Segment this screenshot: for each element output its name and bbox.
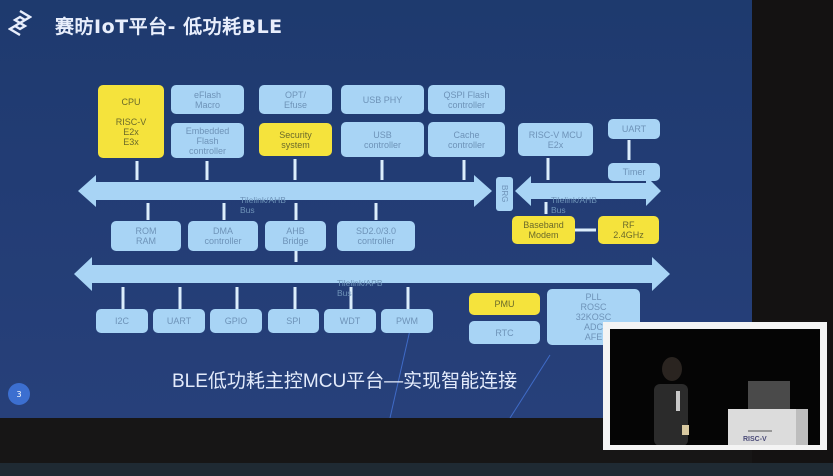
- pmu-block: PMU: [469, 293, 540, 315]
- apb-bus-label: Tilelink/APB Bus: [337, 278, 383, 298]
- audience-area: [0, 463, 833, 476]
- spi-block: SPI: [268, 309, 319, 333]
- wdt-block: WDT: [324, 309, 376, 333]
- timer-block: Timer: [608, 163, 660, 181]
- starfive-logo-icon: [8, 10, 32, 36]
- slide-title: 赛昉IoT平台- 低功耗BLE: [55, 16, 283, 38]
- slide-subtitle: BLE低功耗主控MCU平台—实现智能连接: [172, 371, 518, 392]
- usb-controller-block: USB controller: [341, 122, 424, 157]
- qspi-flash-block: QSPI Flash controller: [428, 85, 505, 114]
- dma-controller-block: DMA controller: [188, 221, 258, 251]
- rom-ram-block: ROM RAM: [111, 221, 181, 251]
- connector-arrows: [74, 140, 670, 418]
- page-number-badge: 3: [8, 383, 30, 405]
- embedded-flash-block: Embedded Flash controller: [171, 123, 244, 158]
- ahb-bus-label: Tilelink/AHB Bus: [240, 195, 286, 215]
- analog-block: PLL ROSC 32KOSC ADC AFE: [547, 289, 640, 345]
- riscv-mcu-block: RISC-V MCU E2x: [518, 123, 593, 156]
- speaker-camera-feed: RISC-V: [610, 329, 820, 445]
- cpu-block: CPU RISC-V E2x E3x: [98, 85, 164, 158]
- opt-efuse-block: OPT/ Efuse: [259, 85, 332, 114]
- uart-block: UART: [153, 309, 205, 333]
- security-system-block: Security system: [259, 123, 332, 156]
- speaker-scene-icon: RISC-V: [654, 357, 808, 445]
- uart-right-block: UART: [608, 119, 660, 139]
- podium-logo: RISC-V: [743, 436, 767, 443]
- i2c-block: I2C: [96, 309, 148, 333]
- speaker-video-overlay: RISC-V: [603, 322, 827, 450]
- baseband-modem-block: Baseband Modem: [512, 216, 575, 244]
- brg-bridge-block: BRG: [496, 177, 513, 211]
- eflash-macro-block: eFlash Macro: [171, 85, 244, 114]
- ahb-bus-right-label: Tilelink/AHB Bus: [551, 195, 597, 215]
- ahb-bridge-block: AHB Bridge: [265, 221, 326, 251]
- gpio-block: GPIO: [210, 309, 262, 333]
- rtc-block: RTC: [469, 321, 540, 344]
- pwm-block: PWM: [381, 309, 433, 333]
- cache-controller-block: Cache controller: [428, 122, 505, 157]
- usb-phy-block: USB PHY: [341, 85, 424, 114]
- presentation-slide: 赛昉IoT平台- 低功耗BLE CPU RISC-V E2x E3x eFlas…: [0, 0, 752, 418]
- rf-block: RF 2.4GHz: [598, 216, 659, 244]
- sd-controller-block: SD2.0/3.0 controller: [337, 221, 415, 251]
